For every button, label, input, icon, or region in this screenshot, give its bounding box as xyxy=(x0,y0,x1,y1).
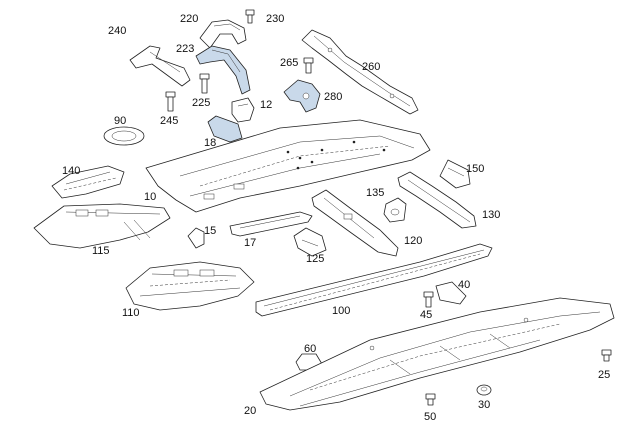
part-225-bolt[interactable] xyxy=(199,73,210,94)
label-17: 17 xyxy=(244,237,256,249)
part-20-underbody-panel[interactable] xyxy=(259,297,615,411)
label-60: 60 xyxy=(304,343,316,355)
label-245: 245 xyxy=(160,115,178,127)
part-245-bolt[interactable] xyxy=(165,91,176,112)
label-115: 115 xyxy=(92,245,110,257)
part-265-bolt[interactable] xyxy=(303,57,314,74)
part-120-cross-member[interactable] xyxy=(311,189,399,257)
part-150-bracket[interactable] xyxy=(439,159,471,189)
label-223: 223 xyxy=(176,43,194,55)
label-45: 45 xyxy=(420,309,432,321)
label-50: 50 xyxy=(424,411,436,423)
label-110: 110 xyxy=(122,307,140,319)
part-40-bracket[interactable] xyxy=(435,281,467,305)
part-45-bolt[interactable] xyxy=(423,291,434,308)
part-135-bracket[interactable] xyxy=(383,197,407,223)
label-12: 12 xyxy=(260,99,272,111)
part-220-bracket[interactable] xyxy=(199,19,247,49)
label-265: 265 xyxy=(280,57,298,69)
part-280-highlighted-bracket[interactable] xyxy=(283,79,321,113)
part-10-floor-pan[interactable] xyxy=(145,119,431,213)
label-240: 240 xyxy=(108,25,126,37)
label-20: 20 xyxy=(244,405,256,417)
part-230-bolt[interactable] xyxy=(245,9,255,24)
label-40: 40 xyxy=(458,279,470,291)
label-220: 220 xyxy=(180,13,198,25)
part-140-sill-piece[interactable] xyxy=(51,165,125,199)
part-240-strap[interactable] xyxy=(129,45,191,87)
label-25: 25 xyxy=(598,369,610,381)
part-30-nut[interactable] xyxy=(476,384,492,396)
part-115-front-floor[interactable] xyxy=(33,203,171,249)
label-125: 125 xyxy=(306,253,324,265)
part-90-ring-grommet[interactable] xyxy=(103,126,145,146)
label-135: 135 xyxy=(366,187,384,199)
label-10: 10 xyxy=(144,191,156,203)
label-120: 120 xyxy=(404,235,422,247)
part-100-long-member[interactable] xyxy=(255,243,493,317)
part-130-side-rail[interactable] xyxy=(397,171,477,229)
part-50-bolt[interactable] xyxy=(425,393,436,406)
label-140: 140 xyxy=(62,165,80,177)
part-125-small-bracket[interactable] xyxy=(293,227,327,257)
label-130: 130 xyxy=(482,209,500,221)
label-18: 18 xyxy=(204,137,216,149)
label-280: 280 xyxy=(324,91,342,103)
label-15: 15 xyxy=(204,225,216,237)
label-230: 230 xyxy=(266,13,284,25)
part-110-rear-floor[interactable] xyxy=(125,261,255,311)
label-90: 90 xyxy=(114,115,126,127)
part-12-clip[interactable] xyxy=(231,97,255,123)
part-17-rail[interactable] xyxy=(229,211,313,237)
part-223-highlighted-bracket[interactable] xyxy=(195,45,251,95)
label-30: 30 xyxy=(478,399,490,411)
label-150: 150 xyxy=(466,163,484,175)
part-25-bolt[interactable] xyxy=(601,349,612,362)
part-15-small-bracket[interactable] xyxy=(187,227,205,249)
part-260-long-strap[interactable] xyxy=(301,29,419,115)
label-260: 260 xyxy=(362,61,380,73)
label-100: 100 xyxy=(332,305,350,317)
part-18-highlighted-plate[interactable] xyxy=(207,115,243,143)
label-225: 225 xyxy=(192,97,210,109)
